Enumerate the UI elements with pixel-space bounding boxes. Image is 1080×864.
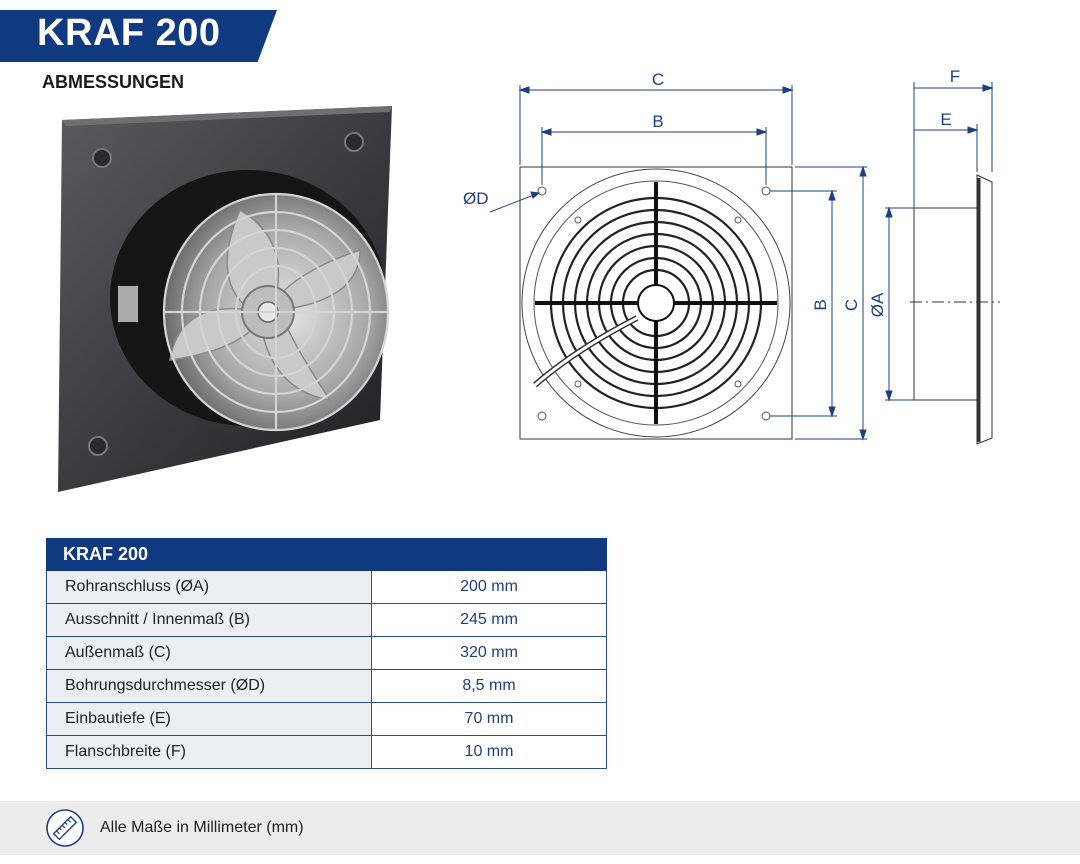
spec-table-header: KRAF 200 — [46, 538, 607, 571]
table-row: Bohrungsdurchmesser (ØD) 8,5 mm — [46, 669, 607, 703]
table-row: Ausschnitt / Innenmaß (B) 245 mm — [46, 603, 607, 637]
dim-label-e: E — [940, 110, 951, 129]
row-label: Einbautiefe (E) — [46, 702, 372, 736]
row-label: Außenmaß (C) — [46, 636, 372, 670]
technical-drawing: C B ØD B C ØA F E — [463, 67, 1000, 445]
spec-table: KRAF 200 Rohranschluss (ØA) 200 mm Aussc… — [46, 538, 607, 769]
row-label: Ausschnitt / Innenmaß (B) — [46, 603, 372, 637]
dim-label-c-side: C — [842, 299, 861, 311]
row-value: 8,5 mm — [371, 669, 607, 703]
dim-label-a-side: ØA — [868, 292, 887, 317]
table-row: Rohranschluss (ØA) 200 mm — [46, 570, 607, 604]
footer-note: Alle Maße in Millimeter (mm) — [100, 819, 304, 836]
page-title: KRAF 200 — [37, 12, 221, 54]
row-label: Flanschbreite (F) — [46, 735, 372, 769]
title-banner — [0, 10, 277, 62]
dim-label-d: ØD — [463, 189, 489, 208]
dim-label-f: F — [950, 67, 960, 86]
ruler-icon — [46, 809, 84, 847]
row-label: Bohrungsdurchmesser (ØD) — [46, 669, 372, 703]
dim-label-c-top: C — [652, 70, 664, 89]
row-label: Rohranschluss (ØA) — [46, 570, 372, 604]
table-row: Flanschbreite (F) 10 mm — [46, 735, 607, 769]
product-photo — [58, 106, 392, 492]
row-value: 70 mm — [371, 702, 607, 736]
row-value: 320 mm — [371, 636, 607, 670]
footer-bar — [0, 801, 1080, 855]
row-value: 200 mm — [371, 570, 607, 604]
dim-label-b-side: B — [811, 299, 830, 310]
table-row: Einbautiefe (E) 70 mm — [46, 702, 607, 736]
row-value: 10 mm — [371, 735, 607, 769]
page-subtitle: ABMESSUNGEN — [42, 72, 185, 92]
dim-label-b-top: B — [652, 112, 663, 131]
row-value: 245 mm — [371, 603, 607, 637]
table-row: Außenmaß (C) 320 mm — [46, 636, 607, 670]
